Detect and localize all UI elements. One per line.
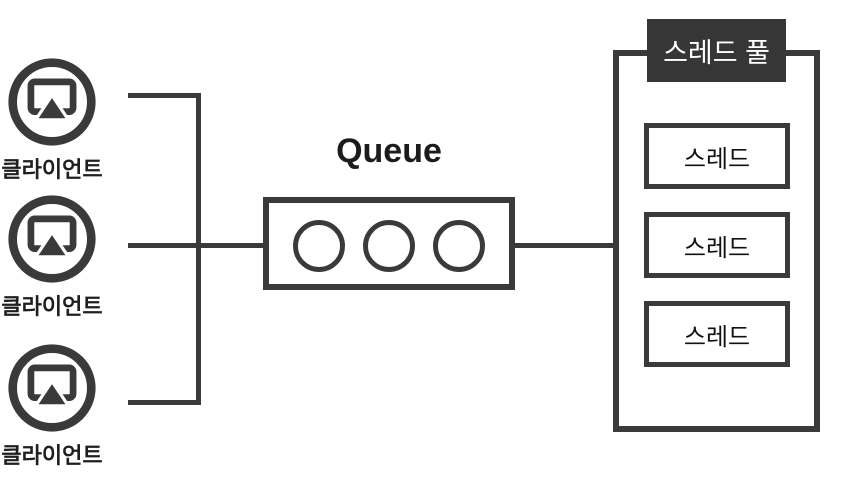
queue-box — [263, 197, 515, 290]
connector-queue-to-pool — [515, 243, 613, 248]
connector-client2-horizontal — [128, 243, 263, 248]
client-node: 클라이언트 — [0, 56, 104, 184]
client-label: 클라이언트 — [1, 157, 103, 182]
connector-client1-horizontal — [128, 93, 200, 98]
queue-slot-circle — [433, 219, 485, 272]
queue-slot-circle — [363, 219, 415, 272]
connector-client3-horizontal — [128, 400, 200, 405]
connector-merge-vertical — [196, 93, 201, 405]
thread-box: 스레드 — [644, 301, 790, 367]
client-label: 클라이언트 — [1, 294, 103, 319]
queue-slot-circle — [293, 219, 345, 272]
screen-share-icon — [8, 344, 96, 432]
client-node: 클라이언트 — [0, 342, 104, 470]
thread-box: 스레드 — [644, 212, 790, 278]
client-label: 클라이언트 — [1, 443, 103, 468]
client-node: 클라이언트 — [0, 193, 104, 321]
screen-share-icon — [8, 58, 96, 146]
thread-pool-header: 스레드 풀 — [647, 19, 786, 82]
thread-box: 스레드 — [644, 123, 790, 189]
screen-share-icon — [8, 195, 96, 283]
queue-title: Queue — [336, 132, 442, 170]
